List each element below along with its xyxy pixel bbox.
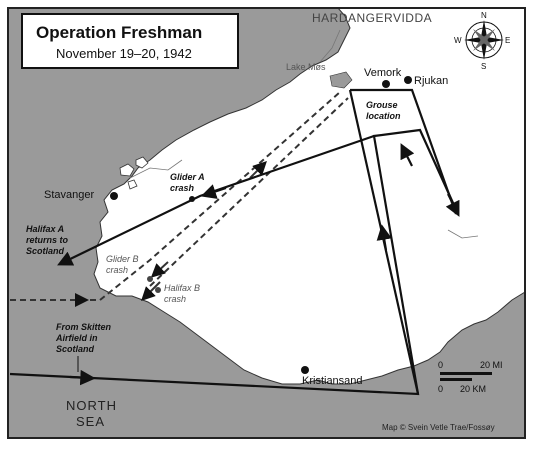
halifax-a-label-2: returns to bbox=[26, 235, 69, 245]
scale-mi-label: 20 MI bbox=[480, 360, 503, 370]
halifax-b-crash-dot bbox=[155, 287, 161, 293]
halifax-b-label-1: Halifax B bbox=[164, 283, 200, 293]
lake-mos-label: Lake Møs bbox=[286, 62, 326, 72]
rjukan-label: Rjukan bbox=[414, 75, 448, 87]
rjukan-dot bbox=[404, 76, 412, 84]
scale-mi-bar bbox=[440, 372, 492, 375]
route-halifax-a-arrow-1 bbox=[69, 369, 96, 386]
route-glider-track-2 bbox=[149, 97, 349, 287]
fjord bbox=[447, 229, 479, 239]
route-glider-arrow-up bbox=[249, 161, 267, 179]
kristiansand-label: Kristiansand bbox=[302, 375, 363, 387]
compass-s: S bbox=[481, 62, 486, 71]
scale-mi-zero: 0 bbox=[438, 360, 443, 370]
scale-km-label: 20 KM bbox=[460, 384, 486, 394]
route-glider-track-1 bbox=[99, 91, 341, 301]
route-rjukan-drop bbox=[350, 88, 458, 215]
map-frame bbox=[7, 7, 526, 439]
skitten-label-3: Scotland bbox=[56, 344, 95, 354]
halifax-a-label-3: Scotland bbox=[26, 246, 65, 256]
compass-e: E bbox=[505, 36, 510, 45]
compass-n: N bbox=[481, 11, 487, 20]
scale-km-bar bbox=[440, 378, 472, 381]
halifax-b-label-2: crash bbox=[164, 294, 186, 304]
fjord bbox=[319, 29, 341, 63]
glider-a-label-1: Glider A bbox=[170, 172, 205, 182]
island bbox=[127, 179, 138, 190]
vemork-label: Vemork bbox=[364, 67, 402, 79]
skitten-label-2: Airfield in bbox=[55, 333, 98, 343]
scale-bar: 0 20 MI 0 20 KM bbox=[438, 360, 503, 394]
grouse-label-2: location bbox=[366, 111, 401, 121]
grouse-label-1: Grouse bbox=[366, 100, 398, 110]
route-return-arrow bbox=[200, 184, 227, 199]
lake-mos bbox=[329, 71, 353, 89]
glider-a-crash-dot bbox=[189, 196, 195, 202]
glider-a-label-2: crash bbox=[170, 183, 195, 193]
map-title: Operation Freshman bbox=[36, 23, 202, 42]
stavanger-label: Stavanger bbox=[44, 189, 94, 201]
island bbox=[119, 163, 135, 177]
fjord bbox=[129, 159, 183, 179]
stavanger-dot bbox=[110, 192, 118, 200]
north-sea-label-1: NORTH bbox=[66, 398, 117, 413]
map-credit: Map © Svein Vetle Trae/Fossøy bbox=[382, 423, 495, 432]
compass-w: W bbox=[454, 36, 462, 45]
island bbox=[135, 156, 149, 169]
vemork-dot bbox=[382, 80, 390, 88]
compass-star-diag bbox=[473, 29, 495, 51]
scale-km-zero: 0 bbox=[438, 384, 443, 394]
map-dates: November 19–20, 1942 bbox=[56, 46, 192, 61]
route-glider-arrow-down-1 bbox=[150, 261, 169, 278]
kristiansand-dot bbox=[301, 366, 309, 374]
glider-b-label-2: crash bbox=[106, 265, 128, 275]
route-glider-arrow-down-2 bbox=[141, 281, 161, 301]
glider-b-label-1: Glider B bbox=[106, 254, 139, 264]
glider-b-crash-dot bbox=[147, 276, 153, 282]
halifax-a-label-1: Halifax A bbox=[26, 224, 64, 234]
title-box: Operation Freshman November 19–20, 1942 bbox=[21, 13, 239, 69]
hardangervidda-label: HARDANGERVIDDA bbox=[312, 11, 432, 25]
north-sea-label-2: SEA bbox=[76, 414, 105, 429]
route-halifax-a-return bbox=[57, 134, 375, 266]
title-box-bg bbox=[21, 13, 239, 69]
route-halifax-a-arrow-4 bbox=[400, 143, 415, 167]
compass-rose: N S E W bbox=[454, 11, 510, 71]
skitten-label-1: From Skitten bbox=[56, 322, 112, 332]
